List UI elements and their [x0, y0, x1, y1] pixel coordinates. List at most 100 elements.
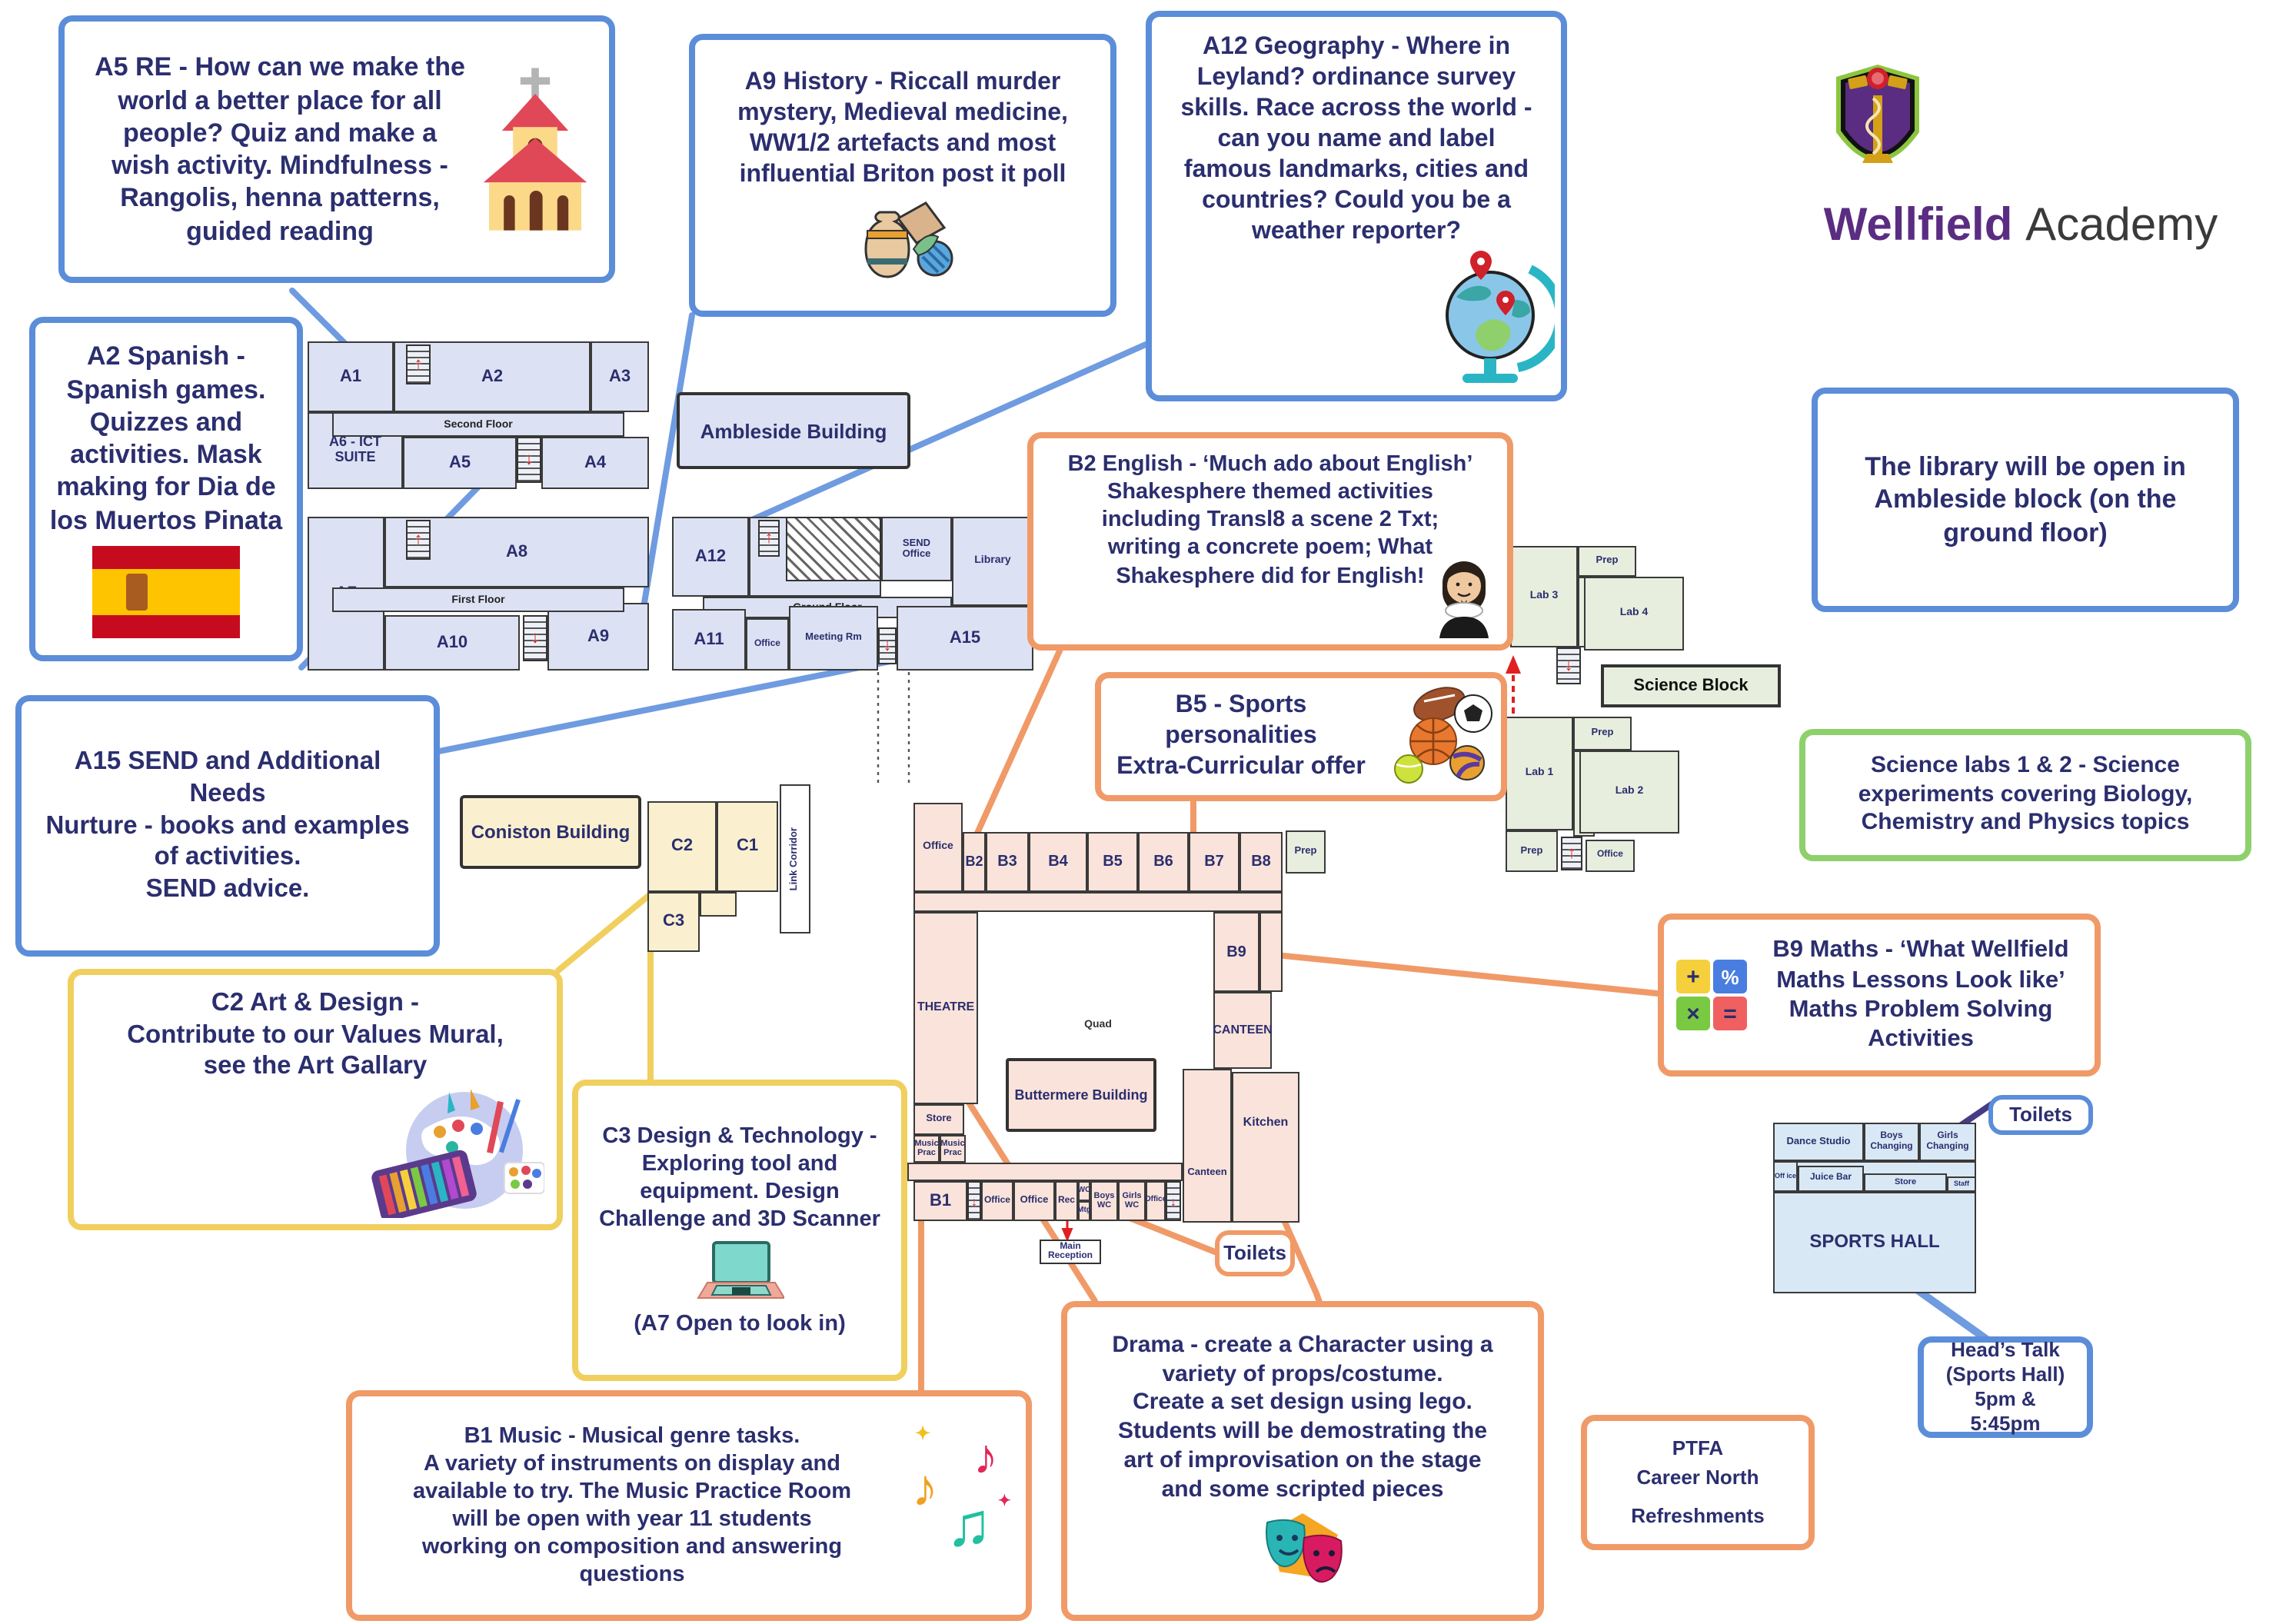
room-office-ambleside: Office: [746, 618, 789, 671]
c3-dt-text: C3 Design & Technology - Exploring tool …: [599, 1123, 880, 1233]
first-floor-corridor: First Floor: [332, 587, 624, 612]
room-office-3: Office: [1145, 1181, 1166, 1221]
shakespeare-icon: [1439, 561, 1489, 638]
room-a11: A11: [672, 609, 746, 671]
stairs-down-icon: ↓: [517, 437, 541, 483]
stairs-down-icon: ↓: [523, 615, 547, 661]
room-b6: B6: [1138, 832, 1189, 892]
a5-re-callout: A5 RE - How can we make the world a bett…: [58, 15, 615, 283]
room-b3: B3: [986, 832, 1029, 892]
second-floor-corridor: Second Floor: [332, 412, 624, 437]
heads-talk-text: Head’s Talk (Sports Hall) 5pm & 5:45pm: [1945, 1337, 2065, 1436]
music-notes-icon: ♪ ♫ ♪ ✦ ✦: [912, 1423, 1011, 1559]
room-boys-changing: Boys Changing: [1864, 1123, 1919, 1161]
b2-english-text: B2 English - ‘Much ado about English’ Sh…: [1067, 452, 1473, 588]
library-text: The library will be open in Ambleside bl…: [1865, 452, 2186, 547]
room-send-office: SEND Office: [881, 517, 952, 581]
stairs-up-icon: ↑: [1561, 837, 1582, 870]
art-palette-icon: [371, 1089, 544, 1218]
ground-floor-plan: A12 ↑ SEND Office Library Ground Floor A…: [672, 517, 1033, 671]
room-lab3: Lab 3: [1510, 546, 1578, 647]
room-b8: B8: [1240, 832, 1283, 892]
room-b5: B5: [1087, 832, 1138, 892]
toilets-sports-callout: Toilets: [1988, 1095, 2093, 1135]
first-floor-plan: A7 A8 ↑ A10 ↓ A9 First Floor: [308, 517, 649, 671]
church-icon: [483, 68, 587, 231]
b1-music-callout: B1 Music - Musical genre tasks. A variet…: [346, 1390, 1032, 1621]
room-c3: C3: [647, 892, 700, 952]
room-prep-buttermere: Prep: [1286, 830, 1326, 874]
room-mtg: Mtg: [1077, 1201, 1091, 1221]
science-labs-callout: Science labs 1 & 2 - Science experiments…: [1799, 729, 2251, 861]
room-sports-hall: SPORTS HALL: [1773, 1192, 1976, 1293]
room-music-prac-1: Music Prac: [913, 1135, 940, 1163]
science-lower-plan: Lab 1 Prep Lab 2 Prep ↑ Office: [1506, 717, 1679, 872]
main-reception-label: Main Reception: [1040, 1240, 1101, 1264]
room-a12: A12: [672, 517, 749, 597]
logo-name-regular: Academy: [2025, 200, 2218, 251]
globe-icon: [1446, 251, 1555, 383]
library-callout: The library will be open in Ambleside bl…: [1812, 388, 2239, 612]
b9-leader-line: [1258, 950, 1661, 997]
buttermere-corridor-top: [913, 892, 1283, 912]
room-a4: A4: [541, 437, 649, 489]
room-a9: A9: [547, 603, 649, 671]
stairs-up-icon: ↑: [406, 520, 431, 560]
svg-text:×: ×: [1686, 1001, 1700, 1027]
svg-text:%: %: [1721, 966, 1739, 989]
c3-dt-callout: C3 Design & Technology - Exploring tool …: [572, 1080, 907, 1381]
stairs-down-icon: ↓: [1166, 1181, 1181, 1221]
room-office-top: Office: [913, 803, 963, 892]
coniston-lobby: [700, 892, 737, 917]
stairs-down-icon: ↓: [1556, 647, 1581, 684]
room-kitchen: Kitchen: [1232, 1072, 1299, 1223]
toilets-main-callout: Toilets: [1215, 1230, 1295, 1276]
room-theatre: THEATRE: [913, 912, 978, 1104]
b9-maths-callout: + % × = B9 Maths - ‘What Wellfield Maths…: [1658, 914, 2101, 1077]
svg-text:=: =: [1723, 1001, 1737, 1027]
a15-send-callout: A15 SEND and Additional Needs Nurture - …: [15, 695, 440, 957]
sports-balls-icon: [1394, 687, 1492, 784]
laptop-icon: [697, 1241, 784, 1300]
ptfa-line-3: Refreshments: [1631, 1504, 1765, 1528]
room-juice-bar: Juice Bar: [1798, 1166, 1864, 1192]
room-canteen-lower: Canteen: [1183, 1069, 1232, 1223]
a2-spanish-callout: A2 Spanish - Spanish games. Quizzes and …: [29, 317, 303, 661]
second-floor-plan: A1 A2 ↑ A3 A6 - ICT SUITE A5 ↓ A4 Second…: [308, 341, 649, 489]
coniston-building-label: Coniston Building: [460, 795, 641, 869]
room-lab2: Lab 2: [1579, 750, 1679, 834]
room-a15: A15: [897, 606, 1033, 671]
artefacts-icon: [864, 201, 953, 278]
room-lab4: Lab 4: [1584, 577, 1684, 651]
stairs-up-icon: ↑: [406, 344, 431, 384]
room-meeting-rm: Meeting Rm: [789, 606, 878, 671]
room-b9: B9: [1213, 912, 1259, 992]
ptfa-line-1: PTFA: [1672, 1436, 1724, 1459]
room-science-office: Office: [1586, 840, 1635, 872]
room-girls-changing: Girls Changing: [1919, 1123, 1976, 1161]
room-music-prac-2: Music Prac: [940, 1135, 966, 1163]
link-corridor: Link Corridor: [780, 784, 810, 933]
room-a10: A10: [384, 615, 520, 671]
room-c1: C1: [717, 801, 778, 892]
room-rec: Rec: [1055, 1181, 1078, 1221]
toilets-sports-text: Toilets: [2009, 1102, 2072, 1126]
room-canteen: CANTEEN: [1213, 992, 1273, 1069]
room-girls-wc: Girls WC: [1118, 1181, 1146, 1221]
heads-talk-callout: Head’s Talk (Sports Hall) 5pm & 5:45pm: [1918, 1336, 2093, 1438]
room-office-2: Office: [1013, 1181, 1055, 1221]
b1-music-text: B1 Music - Musical genre tasks. A variet…: [413, 1423, 851, 1588]
stairs-up-icon: ↑: [758, 520, 780, 557]
a15-send-text: A15 SEND and Additional Needs Nurture - …: [45, 747, 410, 903]
stairs-down-icon: ↓: [967, 1181, 981, 1221]
drama-masks-icon: [1266, 1513, 1343, 1583]
spain-flag-icon: [92, 545, 240, 638]
buttermere-building-label: Buttermere Building: [1006, 1058, 1156, 1132]
ptfa-callout: PTFA Career North Refreshments: [1581, 1415, 1815, 1550]
room-dance-studio: Dance Studio: [1773, 1123, 1864, 1161]
room-store-sports: Store: [1864, 1173, 1947, 1192]
toilets-main-text: Toilets: [1223, 1240, 1286, 1264]
room-lab1: Lab 1: [1506, 717, 1573, 830]
